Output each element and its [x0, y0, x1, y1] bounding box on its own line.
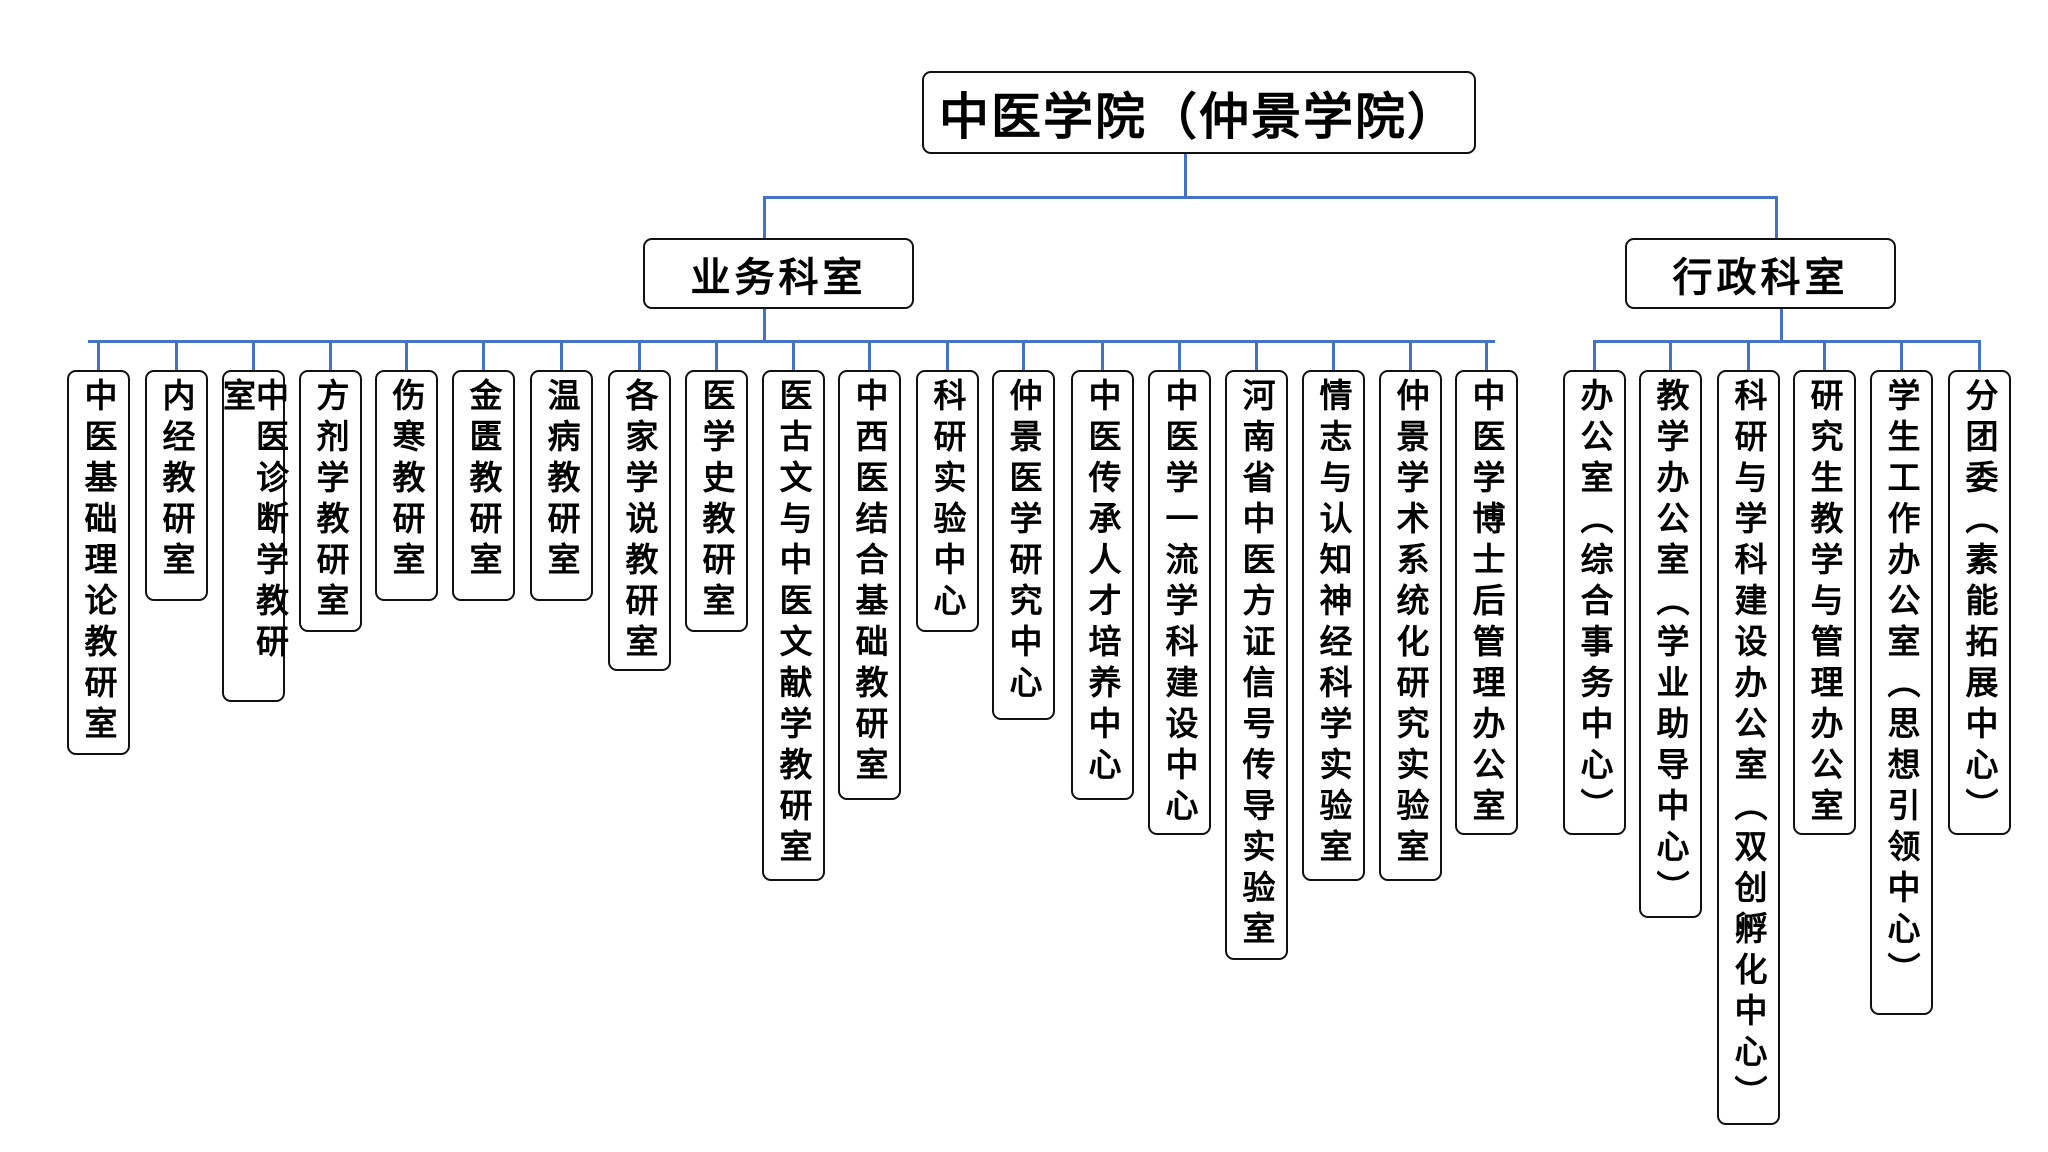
connector-line	[560, 340, 563, 371]
connector-line	[638, 340, 641, 371]
connector-line	[175, 340, 178, 371]
connector-line	[1669, 340, 1672, 371]
unit-label: 仲景学术系统化研究实验室	[1391, 378, 1430, 870]
connector-line	[1823, 340, 1826, 371]
unit-label: 科研实验中心	[928, 378, 967, 624]
connector-line	[1101, 340, 1104, 371]
branch-administrative: 行政科室	[1625, 238, 1896, 309]
unit-node: 研究生教学与管理办公室	[1793, 370, 1856, 835]
unit-label: 科研与学科建设办公室（双创孵化中心）	[1729, 378, 1768, 1116]
unit-label: 医古文与中医文献学教研室	[774, 378, 813, 870]
unit-label: 医学史教研室	[697, 378, 736, 624]
connector-line	[1747, 340, 1750, 371]
connector-line	[1593, 340, 1596, 371]
unit-label: 中医诊断学教研室	[217, 378, 290, 665]
unit-label: 研究生教学与管理办公室	[1805, 378, 1844, 829]
unit-label: 仲景医学研究中心	[1004, 378, 1043, 706]
connector-line	[1978, 340, 1981, 371]
connector-line	[763, 196, 1778, 199]
unit-node: 中医诊断学教研室	[217, 370, 290, 702]
unit-label: 中医学博士后管理办公室	[1467, 378, 1506, 829]
unit-node: 学生工作办公室（思想引领中心）	[1870, 370, 1933, 1015]
unit-node: 金匮教研室	[452, 370, 515, 601]
connector-line	[1409, 340, 1412, 371]
connector-line	[1332, 340, 1335, 371]
connector-line	[763, 309, 766, 342]
unit-node: 仲景学术系统化研究实验室	[1379, 370, 1442, 881]
connector-line	[1485, 340, 1488, 371]
connector-line	[946, 340, 949, 371]
branch-business: 业务科室	[643, 238, 914, 309]
connector-line	[1178, 340, 1181, 371]
connector-line	[482, 340, 485, 371]
connector-line	[252, 340, 255, 371]
connector-line	[88, 340, 1495, 343]
connector-line	[329, 340, 332, 371]
unit-node: 中医传承人才培养中心	[1071, 370, 1134, 800]
connector-line	[1900, 340, 1903, 371]
unit-label: 伤寒教研室	[387, 378, 426, 583]
unit-node: 中医基础理论教研室	[67, 370, 130, 755]
unit-label: 各家学说教研室	[620, 378, 659, 665]
unit-label: 教学办公室（学业助导中心）	[1651, 378, 1690, 911]
unit-label: 方剂学教研室	[311, 378, 350, 624]
unit-label: 温病教研室	[542, 378, 581, 583]
unit-label: 河南省中医方证信号传导实验室	[1237, 378, 1276, 952]
branch-label: 业务科室	[690, 253, 867, 301]
unit-node: 办公室（综合事务中心）	[1563, 370, 1626, 835]
unit-node: 伤寒教研室	[375, 370, 438, 601]
unit-node: 中医学一流学科建设中心	[1148, 370, 1211, 835]
unit-node: 方剂学教研室	[299, 370, 362, 632]
connector-line	[1255, 340, 1258, 371]
unit-node: 各家学说教研室	[608, 370, 671, 671]
unit-label: 分团委（素能拓展中心）	[1960, 378, 1999, 829]
unit-label: 中医学一流学科建设中心	[1160, 378, 1199, 829]
unit-node: 河南省中医方证信号传导实验室	[1225, 370, 1288, 960]
connector-line	[405, 340, 408, 371]
root-label: 中医学院（仲景学院）	[939, 86, 1459, 146]
unit-node: 科研与学科建设办公室（双创孵化中心）	[1717, 370, 1780, 1125]
unit-label: 办公室（综合事务中心）	[1575, 378, 1614, 829]
branch-label: 行政科室	[1672, 253, 1849, 301]
unit-node: 医学史教研室	[685, 370, 748, 632]
connector-line	[715, 340, 718, 371]
unit-node: 中医学博士后管理办公室	[1455, 370, 1518, 835]
connector-line	[97, 340, 100, 371]
root-node: 中医学院（仲景学院）	[922, 71, 1476, 154]
unit-label: 中医传承人才培养中心	[1083, 378, 1122, 788]
unit-node: 仲景医学研究中心	[992, 370, 1055, 720]
connector-line	[1593, 340, 1981, 343]
connector-line	[1022, 340, 1025, 371]
connector-line	[1775, 196, 1778, 239]
unit-node: 分团委（素能拓展中心）	[1948, 370, 2011, 835]
unit-label: 中医基础理论教研室	[79, 378, 118, 747]
connector-line	[763, 196, 766, 239]
connector-line	[868, 340, 871, 371]
connector-line	[792, 340, 795, 371]
unit-node: 内经教研室	[145, 370, 208, 601]
unit-node: 教学办公室（学业助导中心）	[1639, 370, 1702, 918]
unit-label: 中西医结合基础教研室	[850, 378, 889, 788]
connector-line	[1780, 309, 1783, 342]
unit-node: 中西医结合基础教研室	[838, 370, 901, 800]
unit-node: 医古文与中医文献学教研室	[762, 370, 825, 881]
unit-label: 学生工作办公室（思想引领中心）	[1882, 378, 1921, 993]
connector-line	[1184, 154, 1187, 198]
unit-label: 金匮教研室	[464, 378, 503, 583]
unit-node: 温病教研室	[530, 370, 593, 601]
unit-label: 内经教研室	[157, 378, 196, 583]
unit-node: 科研实验中心	[916, 370, 979, 632]
unit-node: 情志与认知神经科学实验室	[1302, 370, 1365, 881]
unit-label: 情志与认知神经科学实验室	[1314, 378, 1353, 870]
